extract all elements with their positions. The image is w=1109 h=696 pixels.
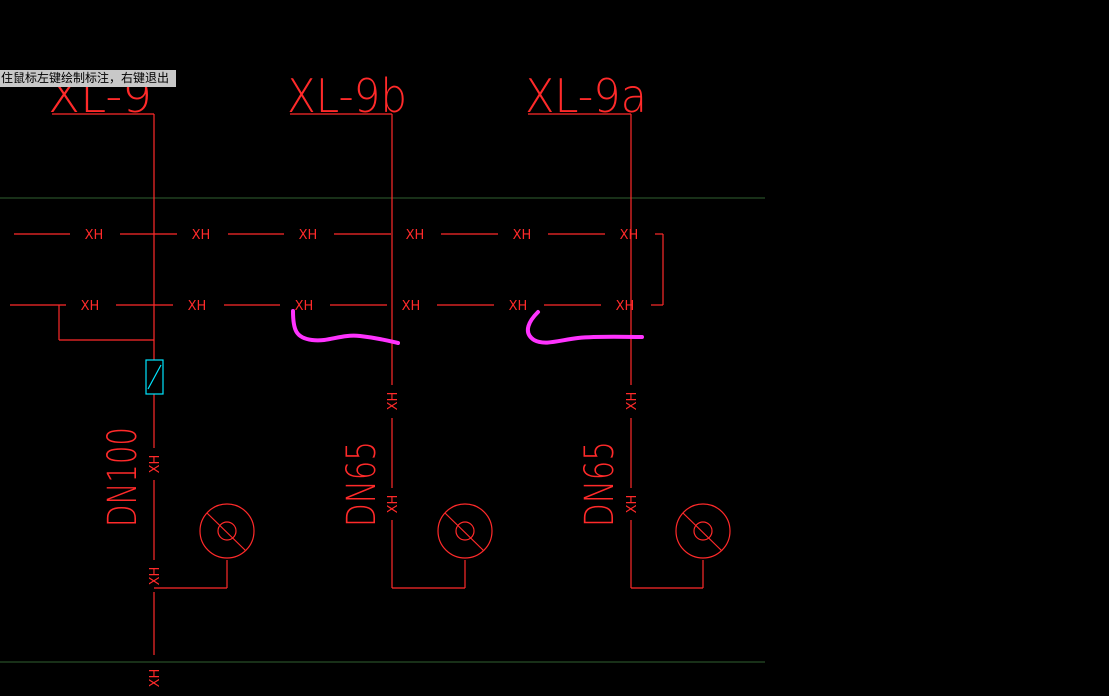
line-tag: XH — [386, 392, 401, 411]
markup-stroke — [525, 310, 644, 345]
line-tag: XH — [625, 495, 640, 514]
line-tag: XH — [386, 495, 401, 514]
fire-hydrant-icon — [199, 503, 255, 559]
line-tag: XH — [513, 228, 532, 243]
pipe-size-label-xl9a: DN65 — [577, 441, 623, 527]
riser-title-xl9b: XL-9b — [287, 69, 407, 123]
line-tag: XH — [616, 299, 635, 314]
command-prompt-tooltip: 住鼠标左键绘制标注，右键退出 — [0, 70, 176, 87]
line-tag: XH — [192, 228, 211, 243]
line-tag: XH — [85, 228, 104, 243]
butterfly-valve-icon[interactable] — [145, 359, 164, 395]
line-tag: XH — [402, 299, 421, 314]
line-tag: XH — [148, 669, 163, 688]
markup-stroke — [291, 309, 400, 345]
line-tag: XH — [620, 228, 639, 243]
line-tag: XH — [148, 455, 163, 474]
line-tag: XH — [406, 228, 425, 243]
fire-hydrant-icon — [675, 503, 731, 559]
pipe-size-label-xl9b: DN65 — [339, 441, 385, 527]
line-tag: XH — [148, 567, 163, 586]
line-tag: XH — [625, 392, 640, 411]
line-tag: XH — [295, 299, 314, 314]
line-tag: XH — [299, 228, 318, 243]
riser-title-xl9a: XL-9a — [525, 69, 647, 123]
fire-hydrant-icon — [437, 503, 493, 559]
line-tag: XH — [188, 299, 207, 314]
line-tag: XH — [81, 299, 100, 314]
line-tag: XH — [509, 299, 528, 314]
pipe-size-label-xl9: DN100 — [100, 427, 146, 527]
